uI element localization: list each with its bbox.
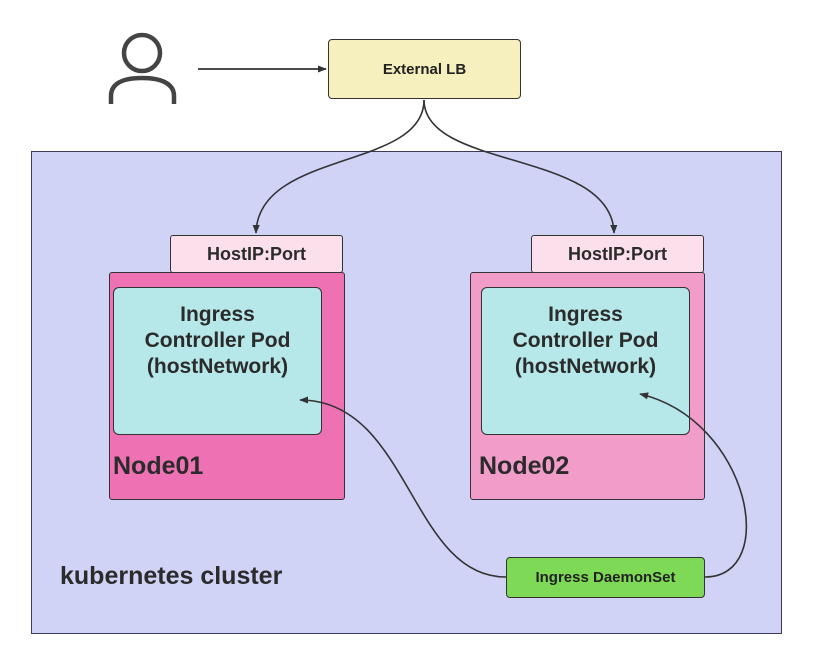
node02-pod-line-2: Controller Pod bbox=[512, 329, 659, 352]
node01-hostport-box: HostIP:Port bbox=[170, 235, 343, 273]
node02-hostport-box: HostIP:Port bbox=[531, 235, 704, 273]
lb-to-node02-arrow bbox=[423, 99, 618, 234]
daemonset-label: Ingress DaemonSet bbox=[535, 569, 676, 586]
node02-hostport-label: HostIP:Port bbox=[568, 243, 667, 264]
node02-label: Node02 bbox=[479, 452, 570, 480]
node01-pod-line-3: (hostNetwork) bbox=[146, 355, 289, 378]
node01-label: Node01 bbox=[113, 452, 204, 480]
node01-pod-line-1: Ingress bbox=[180, 303, 255, 326]
daemonset-box: Ingress DaemonSet bbox=[506, 557, 705, 598]
node01-pod-line-2: Controller Pod bbox=[144, 329, 291, 352]
node02-pod-line-3: (hostNetwork) bbox=[514, 355, 657, 378]
cluster-label: kubernetes cluster bbox=[60, 562, 283, 590]
node01-pod-box: Ingress Controller Pod (hostNetwork) bbox=[113, 287, 322, 435]
daemonset-to-node02-pod-arrow bbox=[639, 392, 748, 578]
external-lb-box: External LB bbox=[328, 39, 521, 99]
lb-to-node01-arrow bbox=[252, 99, 425, 234]
external-lb-label: External LB bbox=[382, 60, 467, 78]
node02-pod-box: Ingress Controller Pod (hostNetwork) bbox=[481, 287, 690, 435]
daemonset-to-node01-pod-arrow bbox=[299, 396, 507, 578]
user-icon bbox=[108, 32, 177, 104]
node01-hostport-label: HostIP:Port bbox=[207, 243, 306, 264]
node02-pod-line-1: Ingress bbox=[548, 303, 623, 326]
